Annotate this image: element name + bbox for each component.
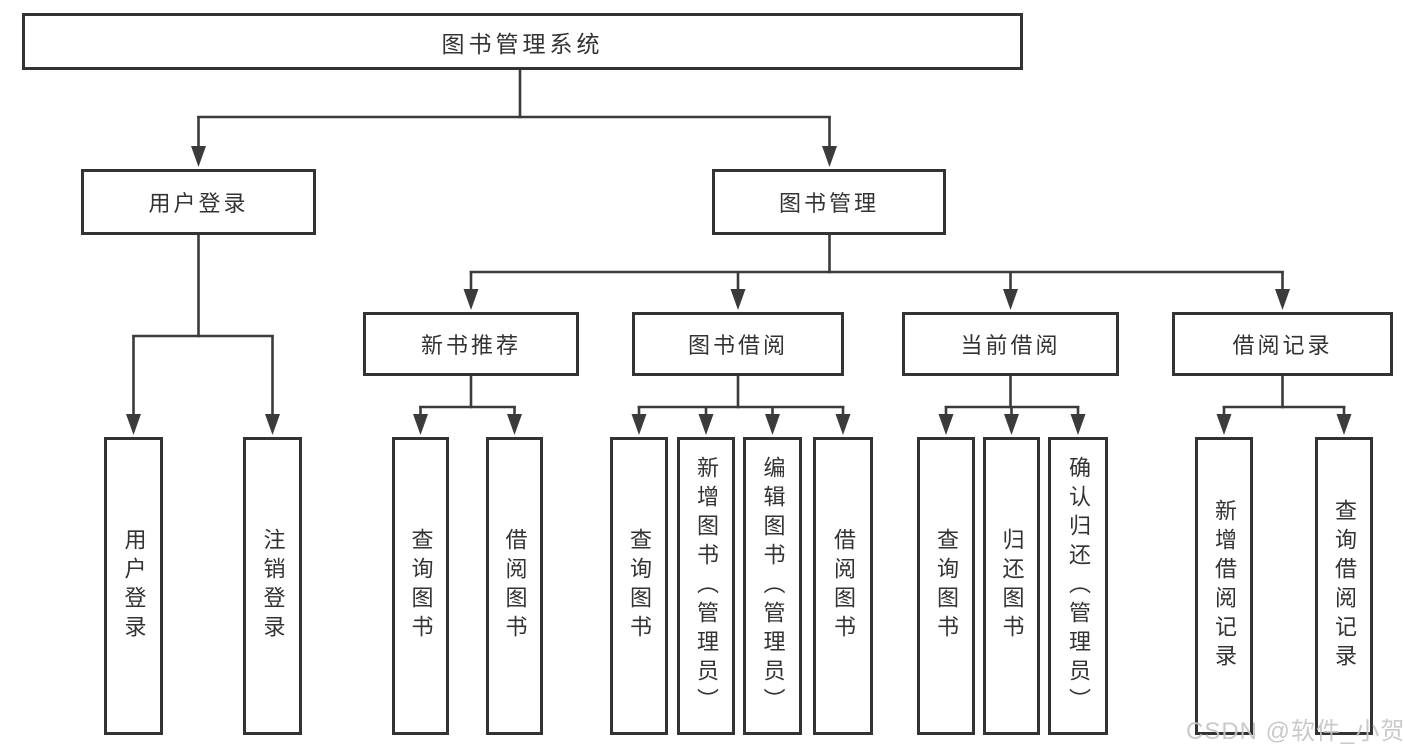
leaf-query-books-current: 查询图书 [917,437,975,735]
leaf-logout: 注销登录 [243,437,302,735]
leaf-return-book: 归还图书 [983,437,1040,735]
leaf-query-borrow-record-label: 查询借阅记录 [1332,499,1357,673]
node-book-borrowing: 图书借阅 [632,312,844,376]
node-user-login: 用户登录 [81,169,316,235]
node-library-management-system: 图书管理系统 [22,13,1023,70]
leaf-user-login-label: 用户登录 [121,528,147,644]
leaf-query-books-current-label: 查询图书 [934,528,959,644]
leaf-edit-book-admin: 编辑图书（管理员） [743,437,802,735]
csdn-watermark: CSDN @软件_小贺同学 [1186,718,1405,745]
leaf-user-login: 用户登录 [104,437,163,735]
leaf-borrow-books: 借阅图书 [813,437,873,735]
node-new-book-recommendation: 新书推荐 [363,312,579,376]
leaf-add-borrow-record: 新增借阅记录 [1195,437,1253,735]
node-current-borrowing: 当前借阅 [902,312,1119,376]
leaf-borrow-books-label: 借阅图书 [831,528,856,644]
leaf-borrow-books-recommend: 借阅图书 [486,437,543,735]
leaf-return-book-label: 归还图书 [999,528,1025,644]
leaf-query-books-borrow: 查询图书 [610,437,668,735]
leaf-query-books-recommend-label: 查询图书 [408,528,434,644]
leaf-edit-book-admin-label: 编辑图书（管理员） [760,455,786,717]
node-borrowing-records: 借阅记录 [1172,312,1393,376]
leaf-confirm-return-admin-label: 确认归还（管理员） [1066,455,1091,717]
leaf-borrow-books-recommend-label: 借阅图书 [502,528,528,644]
leaf-query-books-borrow-label: 查询图书 [627,528,652,644]
leaf-query-books-recommend: 查询图书 [392,437,449,735]
leaf-add-book-admin-label: 新增图书（管理员） [694,455,719,717]
leaf-query-borrow-record: 查询借阅记录 [1315,437,1373,735]
leaf-logout-label: 注销登录 [260,528,286,644]
node-book-management: 图书管理 [712,169,946,235]
leaf-add-book-admin: 新增图书（管理员） [677,437,735,735]
leaf-confirm-return-admin: 确认归还（管理员） [1048,437,1108,735]
leaf-add-borrow-record-label: 新增借阅记录 [1212,499,1237,673]
